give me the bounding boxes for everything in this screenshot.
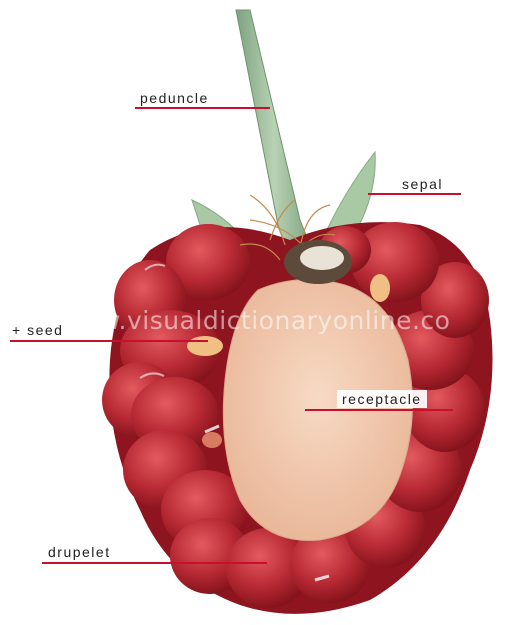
label-receptacle: receptacle <box>337 390 427 408</box>
label-sepal: sepal <box>402 176 443 192</box>
watermark-text: www.visualdictionaryonline.co <box>58 306 450 335</box>
leader-line-drupelet <box>42 562 267 564</box>
label-drupelet: drupelet <box>48 544 111 560</box>
seed <box>370 274 390 302</box>
label-seed: + seed <box>12 322 63 338</box>
seed <box>187 336 223 356</box>
leader-line-sepal <box>368 193 461 195</box>
leader-line-seed <box>10 340 208 342</box>
label-peduncle: peduncle <box>140 90 209 106</box>
leader-line-peduncle <box>135 107 270 109</box>
seed <box>202 432 222 448</box>
leader-line-receptacle <box>305 409 453 411</box>
